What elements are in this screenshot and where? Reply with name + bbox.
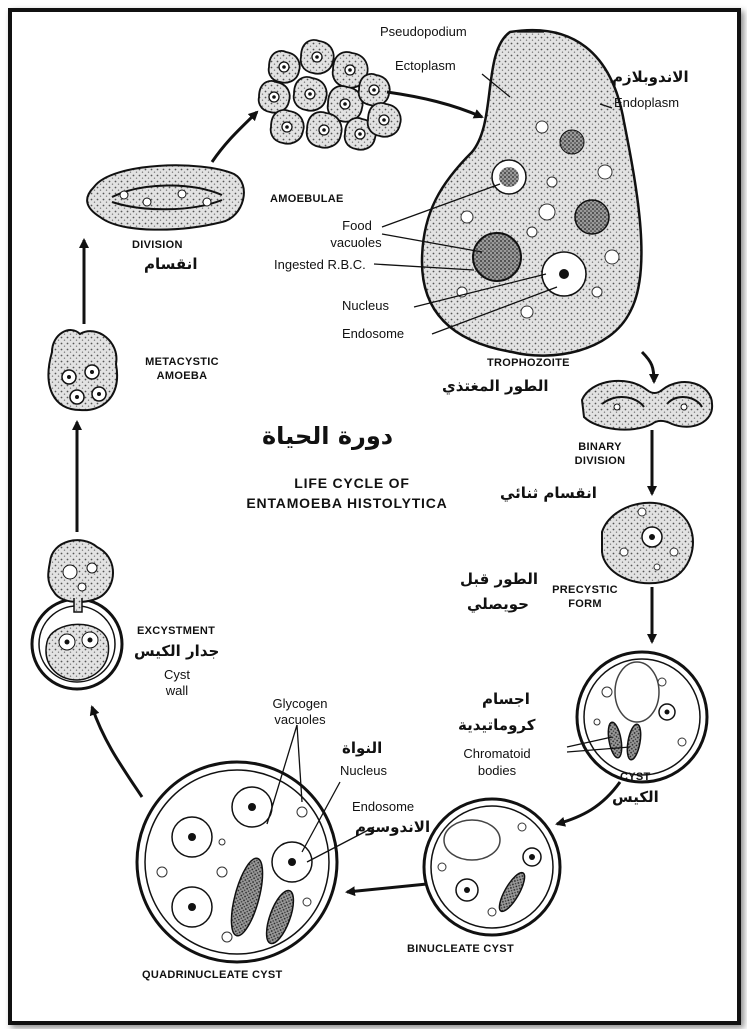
caption-excystment: EXCYSTMENT (137, 625, 216, 637)
precystic-form-drawing (601, 501, 694, 585)
label-pseudopodium: Pseudopodium (380, 24, 467, 39)
label-chromatoid-1: Chromatoid (463, 746, 531, 761)
label-chromatoid-2: bodies (477, 763, 517, 778)
amoebulae-drawing (257, 39, 402, 151)
label-endosome: Endosome (342, 326, 405, 341)
caption-binary-1: BINARY (578, 441, 622, 453)
caption-binucleate-cyst: BINUCLEATE CYST (407, 943, 514, 955)
label-food-vacuoles-1: Food (342, 218, 372, 233)
label-glycogen-2: vacuoles (274, 712, 326, 727)
label-quadrinucleate-nucleus: Nucleus (340, 763, 387, 778)
label-nucleus: Nucleus (342, 298, 389, 313)
caption-precystic-1: PRECYSTIC (552, 584, 618, 596)
label-quadrinucleate-endosome: Endosome (352, 799, 415, 814)
caption-division-arabic: انقسام (144, 255, 198, 273)
title-arabic: دورة الحياة (262, 422, 394, 450)
caption-binary-2: DIVISION (574, 455, 626, 467)
amoebula-endosome (272, 95, 276, 99)
caption-precystic-arabic-2: حويصلي (467, 595, 529, 613)
amoebula-endosome (382, 118, 386, 122)
caption-metacystic-1: METACYSTIC (145, 356, 219, 368)
caption-trophozoite: TROPHOZOITE (487, 357, 570, 369)
binucleate-cyst-drawing (422, 797, 562, 937)
caption-cyst-arabic: الكيس (612, 788, 659, 806)
label-endoplasm-arabic: الاندوبلازم (612, 68, 689, 86)
amoebula-endosome (308, 92, 312, 96)
label-chromatoid-arabic-1: اجسام (482, 690, 530, 708)
label-ectoplasm: Ectoplasm (395, 58, 456, 73)
caption-precystic-2: FORM (568, 598, 602, 610)
binary-division-drawing (580, 379, 714, 431)
title-line2: ENTAMOEBA HISTOLYTICA (246, 495, 448, 511)
trophozoite-drawing (420, 28, 643, 357)
label-glycogen-1: Glycogen (272, 696, 328, 711)
label-nucleus-arabic: النواة (342, 739, 383, 757)
label-cyst-wall-2: wall (165, 683, 189, 698)
cycle-arrows (72, 90, 659, 897)
diagram-frame: دورة الحياة LIFE CYCLE OF ENTAMOEBA HIST… (8, 8, 741, 1025)
caption-cyst: CYST (620, 771, 651, 783)
amoebula-endosome (343, 102, 347, 106)
amoebula-endosome (282, 65, 286, 69)
amoebula-endosome (348, 68, 352, 72)
caption-metacystic-2: AMOEBA (156, 370, 208, 382)
excystment-drawing (30, 539, 124, 691)
label-chromatoid-arabic-2: كروماتيدية (458, 716, 536, 734)
amoebula-endosome (315, 55, 319, 59)
amoebula-endosome (372, 88, 376, 92)
amoebula-endosome (322, 128, 326, 132)
caption-division: DIVISION (132, 239, 183, 251)
leader-lines (266, 31, 631, 863)
label-endoplasm: Endoplasm (614, 95, 680, 110)
label-cyst-wall-1: Cyst (164, 667, 190, 682)
metacystic-amoeba-drawing (47, 329, 119, 412)
cyst-drawing (575, 650, 709, 784)
amoebula-endosome (358, 132, 362, 136)
life-cycle-diagram (30, 28, 714, 964)
caption-amoebulae: AMOEBULAE (270, 193, 344, 205)
caption-precystic-arabic-1: الطور قبل (460, 570, 538, 588)
label-cyst-wall-arabic: جدار الكيس (134, 642, 220, 660)
label-endosome-arabic: الاندوسوم (355, 818, 431, 836)
label-ingested-rbc: Ingested R.B.C. (274, 257, 366, 272)
caption-quadrinucleate-cyst: QUADRINUCLEATE CYST (142, 969, 283, 981)
title-line1: LIFE CYCLE OF (294, 475, 410, 491)
quadrinucleate-cyst-drawing (135, 760, 339, 964)
amoebula-endosome (285, 125, 289, 129)
label-food-vacuoles-2: vacuoles (330, 235, 382, 250)
division-drawing (86, 164, 245, 231)
caption-trophozoite-arabic: الطور المغتذي (442, 377, 549, 395)
caption-binary-arabic: انقسام ثنائي (500, 484, 597, 502)
